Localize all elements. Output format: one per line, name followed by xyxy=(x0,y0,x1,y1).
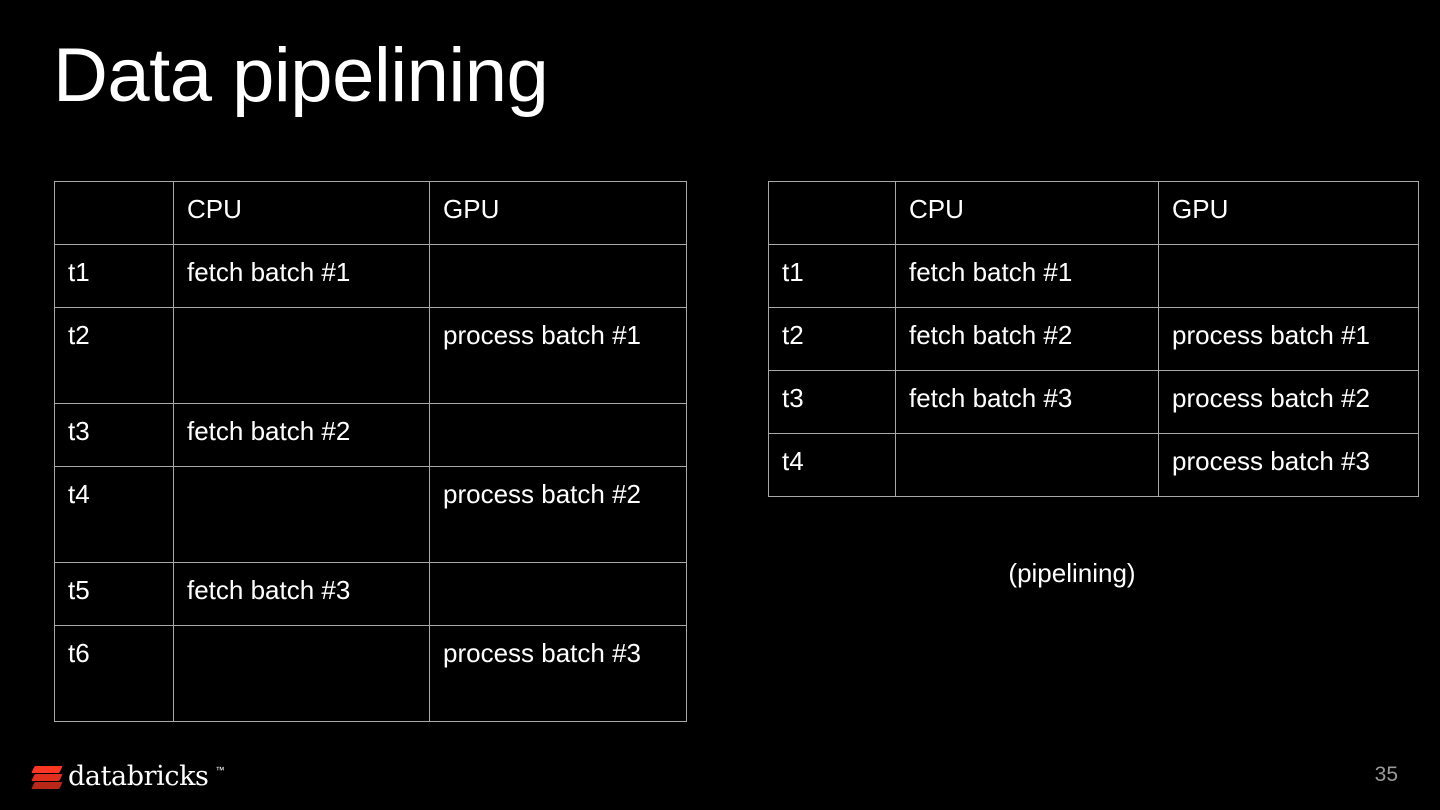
cell-cpu: fetch batch #1 xyxy=(173,244,430,308)
header-cell-time xyxy=(54,181,174,245)
cell-gpu: process batch #1 xyxy=(1158,307,1419,371)
table-row: t2 process batch #1 xyxy=(54,307,687,404)
table-row: t3 fetch batch #3 process batch #2 xyxy=(768,370,1419,434)
cell-gpu: process batch #1 xyxy=(429,307,687,404)
table-row: t3 fetch batch #2 xyxy=(54,403,687,467)
cell-gpu xyxy=(429,562,687,626)
table-row: t2 fetch batch #2 process batch #1 xyxy=(768,307,1419,371)
cell-time: t3 xyxy=(54,403,174,467)
table-row: t4 process batch #3 xyxy=(768,433,1419,497)
header-cell-time xyxy=(768,181,896,245)
databricks-logo: databricks ™ xyxy=(31,761,225,792)
pipelining-caption: (pipelining) xyxy=(1008,558,1136,588)
table-row: t1 fetch batch #1 xyxy=(768,244,1419,308)
cell-time: t4 xyxy=(54,466,174,563)
cell-gpu: process batch #3 xyxy=(1158,433,1419,497)
cell-gpu: process batch #2 xyxy=(429,466,687,563)
trademark-symbol: ™ xyxy=(215,765,225,775)
cell-cpu xyxy=(895,433,1159,497)
table-header-row: CPU GPU xyxy=(54,181,687,245)
table-row: t1 fetch batch #1 xyxy=(54,244,687,308)
table-header-row: CPU GPU xyxy=(768,181,1419,245)
cell-gpu xyxy=(429,403,687,467)
pipelined-schedule-table: CPU GPU t1 fetch batch #1 t2 fetch batch… xyxy=(768,181,1419,497)
header-cell-cpu: CPU xyxy=(173,181,430,245)
table-row: t6 process batch #3 xyxy=(54,625,687,722)
cell-cpu xyxy=(173,625,430,722)
databricks-stacked-bricks-icon xyxy=(31,764,63,790)
cell-cpu: fetch batch #1 xyxy=(895,244,1159,308)
cell-gpu xyxy=(429,244,687,308)
cell-time: t1 xyxy=(768,244,896,308)
databricks-wordmark: databricks xyxy=(68,761,209,792)
cell-time: t1 xyxy=(54,244,174,308)
cell-cpu: fetch batch #2 xyxy=(895,307,1159,371)
cell-cpu: fetch batch #3 xyxy=(173,562,430,626)
header-cell-gpu: GPU xyxy=(1158,181,1419,245)
cell-gpu: process batch #2 xyxy=(1158,370,1419,434)
cell-gpu: process batch #3 xyxy=(429,625,687,722)
cell-cpu: fetch batch #3 xyxy=(895,370,1159,434)
serial-schedule-table: CPU GPU t1 fetch batch #1 t2 process bat… xyxy=(54,181,687,722)
header-cell-cpu: CPU xyxy=(895,181,1159,245)
header-cell-gpu: GPU xyxy=(429,181,687,245)
page-title: Data pipelining xyxy=(53,33,549,118)
cell-time: t6 xyxy=(54,625,174,722)
table-row: t5 fetch batch #3 xyxy=(54,562,687,626)
cell-time: t3 xyxy=(768,370,896,434)
table-row: t4 process batch #2 xyxy=(54,466,687,563)
cell-cpu: fetch batch #2 xyxy=(173,403,430,467)
cell-time: t5 xyxy=(54,562,174,626)
cell-time: t4 xyxy=(768,433,896,497)
page-number: 35 xyxy=(1374,763,1398,786)
cell-cpu xyxy=(173,307,430,404)
cell-gpu xyxy=(1158,244,1419,308)
cell-cpu xyxy=(173,466,430,563)
cell-time: t2 xyxy=(54,307,174,404)
cell-time: t2 xyxy=(768,307,896,371)
